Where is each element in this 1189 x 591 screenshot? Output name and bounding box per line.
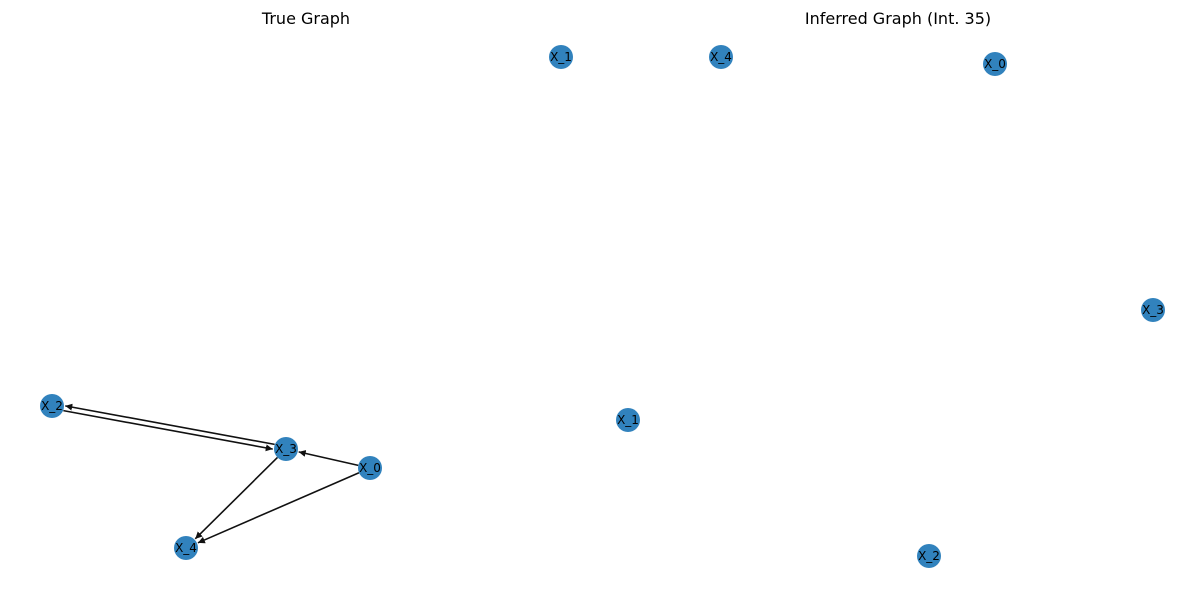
true-node-X_3 [274,437,298,461]
inferred-node-label-X_0: X_0 [984,57,1006,71]
true-edge-X_3-to-X_2 [65,403,275,446]
inferred-node-X_3 [1141,298,1165,322]
inferred-node-label-X_4: X_4 [710,50,732,64]
inferred-node-label-X_1: X_1 [617,413,639,427]
inferred-node-X_1 [616,408,640,432]
inferred-graph-title: Inferred Graph (Int. 35) [805,9,991,28]
inferred-node-X_4 [709,45,733,69]
true-node-label-X_1: X_1 [550,50,572,64]
true-node-X_1 [549,45,573,69]
inferred-node-label-X_2: X_2 [918,549,940,563]
inferred-node-X_2 [917,544,941,568]
true-node-label-X_0: X_0 [359,461,381,475]
true-node-label-X_3: X_3 [275,442,297,456]
true-node-label-X_4: X_4 [175,541,197,555]
true-graph-panel: True Graph X_1X_2X_3X_0X_4 [40,9,573,560]
true-edge-X_0-to-X_3 [298,449,359,467]
true-node-label-X_2: X_2 [41,399,63,413]
true-graph-title: True Graph [261,9,350,28]
true-graph-nodes: X_1X_2X_3X_0X_4 [40,45,573,560]
true-edge-X_3-to-X_4 [194,456,279,540]
inferred-node-label-X_3: X_3 [1142,303,1164,317]
true-node-X_4 [174,536,198,560]
inferred-node-X_0 [983,52,1007,76]
true-edge-X_0-to-X_4 [197,472,360,544]
true-node-X_0 [358,456,382,480]
true-node-X_2 [40,394,64,418]
true-edge-X_2-to-X_3 [63,409,273,452]
true-graph-edges [63,403,360,544]
